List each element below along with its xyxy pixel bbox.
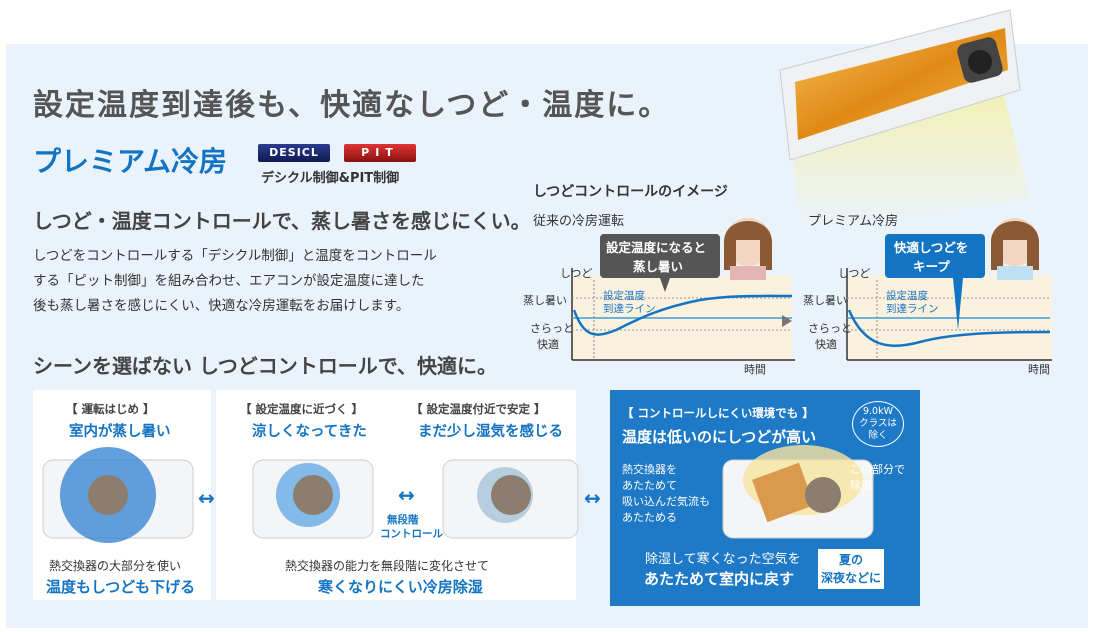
conventional-target-line: 設定温度 — [603, 290, 645, 302]
image-chart-title: しつどコントロールのイメージ — [533, 184, 728, 200]
season-line: 夏の — [838, 553, 863, 567]
humidity-charts — [571, 218, 1052, 361]
hard-env-left-note: 熱交換器を あたためて 吸い込んだ気流も あたためる — [622, 462, 710, 526]
double-arrow-icon: ↔ — [398, 483, 415, 507]
class-note: 9.0kW クラスは 除く — [852, 401, 904, 447]
hard-env-bottom-big: あたためて室内に戻す — [644, 570, 795, 588]
left-note-line: あたためる — [622, 511, 677, 524]
premium-y-label: しつど — [838, 267, 871, 280]
premium-dry-level: 快適 — [815, 338, 837, 351]
conventional-target-line: 到達ライン — [603, 303, 656, 315]
conventional-bubble-line: 設定温度になると — [606, 240, 707, 255]
double-arrow-icon: ↔ — [198, 486, 215, 510]
premium-x-label: 時間 — [1028, 363, 1050, 376]
hard-env-top: 【 コントロールしにくい環境でも 】 — [622, 406, 814, 420]
stage-start-main: 室内が蒸し暑い — [69, 424, 171, 440]
scene-heading: シーンを選ばない しつどコントロールで、快適に。 — [33, 354, 497, 378]
desicl-badge: DESICL — [258, 144, 330, 162]
premium-label: プレミアム冷房 — [808, 214, 899, 229]
premium-dry-level: さらっと — [808, 322, 852, 335]
conventional-humid-level: 蒸し暑い — [523, 294, 567, 307]
description-line: する「ピット制御」を組み合わせ、エアコンが設定温度に達した — [33, 273, 425, 289]
badge-caption: デシクル制御&PIT制御 — [261, 171, 400, 186]
stage1-bottom-big: 温度もしつども下げる — [46, 578, 196, 596]
class-note-line: 9.0kW — [862, 406, 893, 417]
season-line: 深夜などに — [820, 571, 881, 585]
stage-approach-main: 涼しくなってきた — [252, 424, 367, 440]
stage2-bottom-small: 熱交換器の能力を無段階に変化させて — [285, 559, 490, 573]
description-line: 後も蒸し暑さを感じにくい、快適な冷房運転をお届けします。 — [33, 298, 410, 314]
hard-env-bottom-small: 除湿して寒くなった空気を — [645, 552, 801, 567]
stepless-label: コントロール — [380, 528, 443, 540]
premium-cooling-title: プレミアム冷房 — [33, 145, 228, 178]
pit-badge: PIT — [344, 144, 416, 162]
class-note-line: 除く — [868, 430, 888, 441]
left-note-line: 熱交換器を — [622, 463, 677, 476]
class-note-line: クラスは — [859, 418, 897, 429]
hard-env-main: 温度は低いのにしつどが高い — [622, 428, 817, 446]
conventional-dry-level: 快適 — [537, 338, 559, 351]
conventional-bubble-line: 蒸し暑い — [633, 259, 684, 274]
conventional-y-label: しつど — [560, 267, 593, 280]
premium-target-line: 設定温度 — [886, 290, 928, 302]
left-note-line: あたためて — [622, 479, 677, 492]
premium-bubble-line: 快適しつどを — [894, 240, 969, 255]
right-note-line: この部分で — [850, 463, 905, 476]
conventional-dry-level: さらっと — [530, 322, 574, 335]
subheading: しつど・温度コントロールで、蒸し暑さを感じにくい。 — [33, 209, 531, 233]
page-headline: 設定温度到達後も、快適なしつど・温度に。 — [33, 88, 671, 123]
stage2-bottom-big: 寒くなりにくい冷房除湿 — [318, 578, 483, 596]
premium-bubble-line: キープ — [913, 259, 950, 274]
double-arrow-icon: ↔ — [584, 486, 601, 510]
conventional-label: 従来の冷房運転 — [533, 214, 625, 229]
stepless-label: 無段階 — [387, 514, 419, 526]
premium-humid-level: 蒸し暑い — [803, 294, 847, 307]
right-note-line: 除湿 — [850, 479, 872, 492]
heat-exchanger-illustrations — [42, 445, 874, 543]
stage-approach-top: 【 設定温度に近づく 】 — [240, 402, 364, 416]
season-box: 夏の 深夜などに — [818, 549, 884, 589]
air-conditioner-illustration — [779, 9, 1030, 230]
hard-env-right-note: この部分で 除湿 — [850, 462, 905, 494]
stage-stable-top: 【 設定温度付近で安定 】 — [411, 402, 546, 416]
left-note-line: 吸い込んだ気流も — [622, 495, 710, 508]
stage1-bottom-small: 熱交換器の大部分を使い — [49, 559, 182, 573]
stage-start-top: 【 運転はじめ 】 — [66, 402, 155, 416]
stage-stable-main: まだ少し湿気を感じる — [418, 424, 563, 440]
conventional-x-label: 時間 — [744, 363, 766, 376]
description-line: しつどをコントロールする「デシクル制御」と温度をコントロール — [33, 248, 437, 264]
description: しつどをコントロールする「デシクル制御」と温度をコントロール する「ピット制御」… — [33, 244, 488, 319]
premium-target-line: 到達ライン — [886, 303, 939, 315]
